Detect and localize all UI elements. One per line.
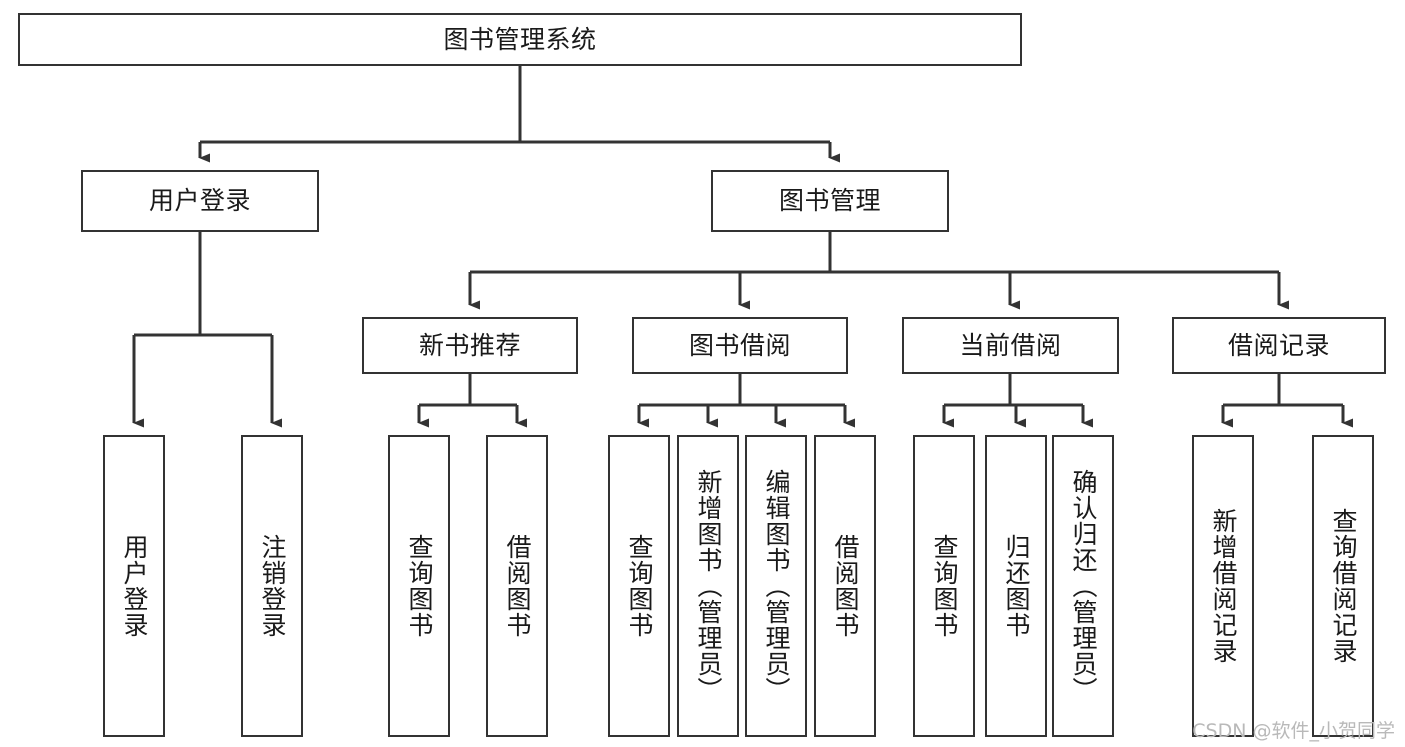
leaf-query-book-current[interactable]: 查询图书 [913, 435, 975, 737]
leaf-return-book[interactable]: 归还图书 [985, 435, 1047, 737]
node-root-system[interactable]: 图书管理系统 [18, 13, 1022, 66]
leaf-borrow-book[interactable]: 借阅图书 [814, 435, 876, 737]
leaf-add-borrow-record[interactable]: 新增借阅记录 [1192, 435, 1254, 737]
node-book-borrow[interactable]: 图书借阅 [632, 317, 848, 374]
leaf-user-login[interactable]: 用户登录 [103, 435, 165, 737]
leaf-query-book-newbook[interactable]: 查询图书 [388, 435, 450, 737]
leaf-query-borrow-record[interactable]: 查询借阅记录 [1312, 435, 1374, 737]
leaf-borrow-book-newbook[interactable]: 借阅图书 [486, 435, 548, 737]
node-user-login[interactable]: 用户登录 [81, 170, 319, 232]
leaf-add-book-admin[interactable]: 新增图书（管理员） [677, 435, 739, 737]
node-new-book-recommend[interactable]: 新书推荐 [362, 317, 578, 374]
node-borrow-record[interactable]: 借阅记录 [1172, 317, 1386, 374]
leaf-logout-login[interactable]: 注销登录 [241, 435, 303, 737]
leaf-query-book-borrow[interactable]: 查询图书 [608, 435, 670, 737]
node-current-borrow[interactable]: 当前借阅 [902, 317, 1119, 374]
leaf-edit-book-admin[interactable]: 编辑图书（管理员） [745, 435, 807, 737]
leaf-confirm-return-admin[interactable]: 确认归还（管理员） [1052, 435, 1114, 737]
node-book-management[interactable]: 图书管理 [711, 170, 949, 232]
csdn-watermark: CSDN @软件_小贺同学 [1192, 720, 1395, 742]
